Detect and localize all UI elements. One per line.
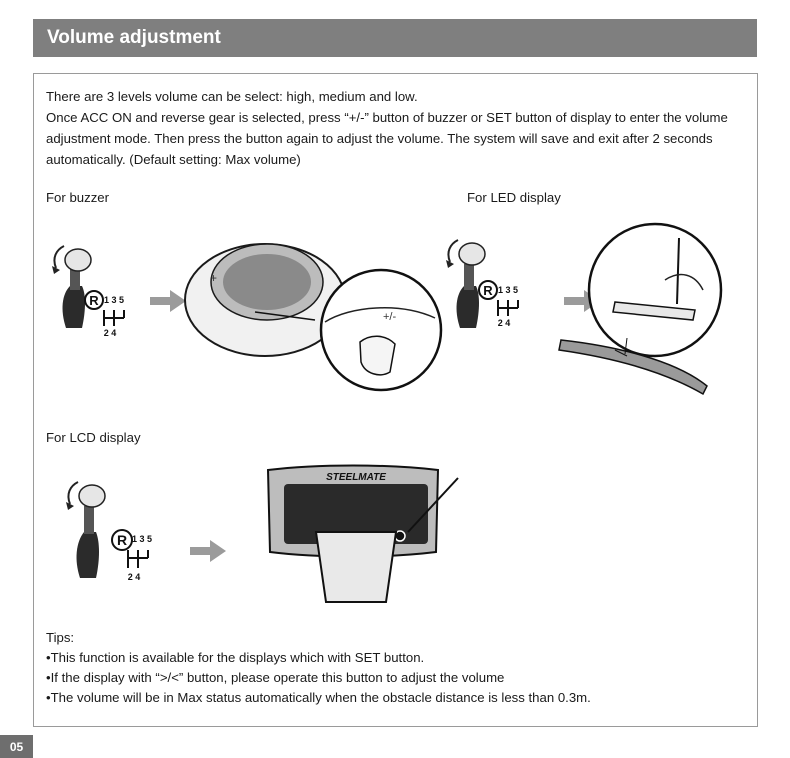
led-display-illustration <box>558 222 723 396</box>
page-number: 05 <box>9 739 24 754</box>
gear-r-mark: R <box>117 532 127 548</box>
gear-bottom-numbers: 2 4 <box>128 572 141 582</box>
gear-bottom-numbers: 2 4 <box>104 328 117 338</box>
tip-item-2: •If the display with “>/<” button, pleas… <box>46 670 505 685</box>
tip-item-3: •The volume will be in Max status automa… <box>46 690 591 705</box>
label-for-lcd-display: For LCD display <box>46 430 141 445</box>
gear-bottom-numbers: 2 4 <box>498 318 511 328</box>
gear-r-mark: R <box>483 283 493 298</box>
gear-shifter-illustration-led: R 1 3 5 2 4 <box>446 239 519 328</box>
gear-top-numbers: 1 3 5 <box>132 534 152 544</box>
label-for-buzzer: For buzzer <box>46 190 110 205</box>
page-number-badge: 05 <box>0 735 33 758</box>
tips-title: Tips: <box>46 630 75 645</box>
buzzer-plus-mark: + <box>210 271 217 285</box>
gear-shifter-illustration-lcd: R 1 3 5 2 4 <box>66 481 152 582</box>
gear-top-numbers: 1 3 5 <box>498 285 518 295</box>
section-header: Volume adjustment <box>33 19 757 57</box>
gear-shifter-illustration-buzzer: R 1 3 5 2 4 <box>52 245 125 338</box>
tip-item-1: •This function is available for the disp… <box>46 650 425 665</box>
arrow-right-icon <box>190 540 226 562</box>
content-frame <box>33 73 758 727</box>
intro-line-2: Once ACC ON and reverse gear is selected… <box>46 110 728 167</box>
steelmate-brand-logo: STEELMATE <box>326 472 386 483</box>
intro-line-1: There are 3 levels volume can be select:… <box>46 89 418 104</box>
gear-top-numbers: 1 3 5 <box>104 295 124 305</box>
lcd-display-illustration: STEELMATE <box>266 464 459 603</box>
label-for-led-display: For LED display <box>467 190 561 205</box>
section-title: Volume adjustment <box>47 27 221 48</box>
buzzer-illustration: + +/- <box>184 243 443 392</box>
arrow-right-icon <box>150 290 186 312</box>
buzzer-volume-mark: +/- <box>383 311 396 323</box>
gear-r-mark: R <box>89 293 99 308</box>
tips-section: Tips: •This function is available for th… <box>46 628 751 708</box>
intro-text: There are 3 levels volume can be select:… <box>46 86 751 170</box>
